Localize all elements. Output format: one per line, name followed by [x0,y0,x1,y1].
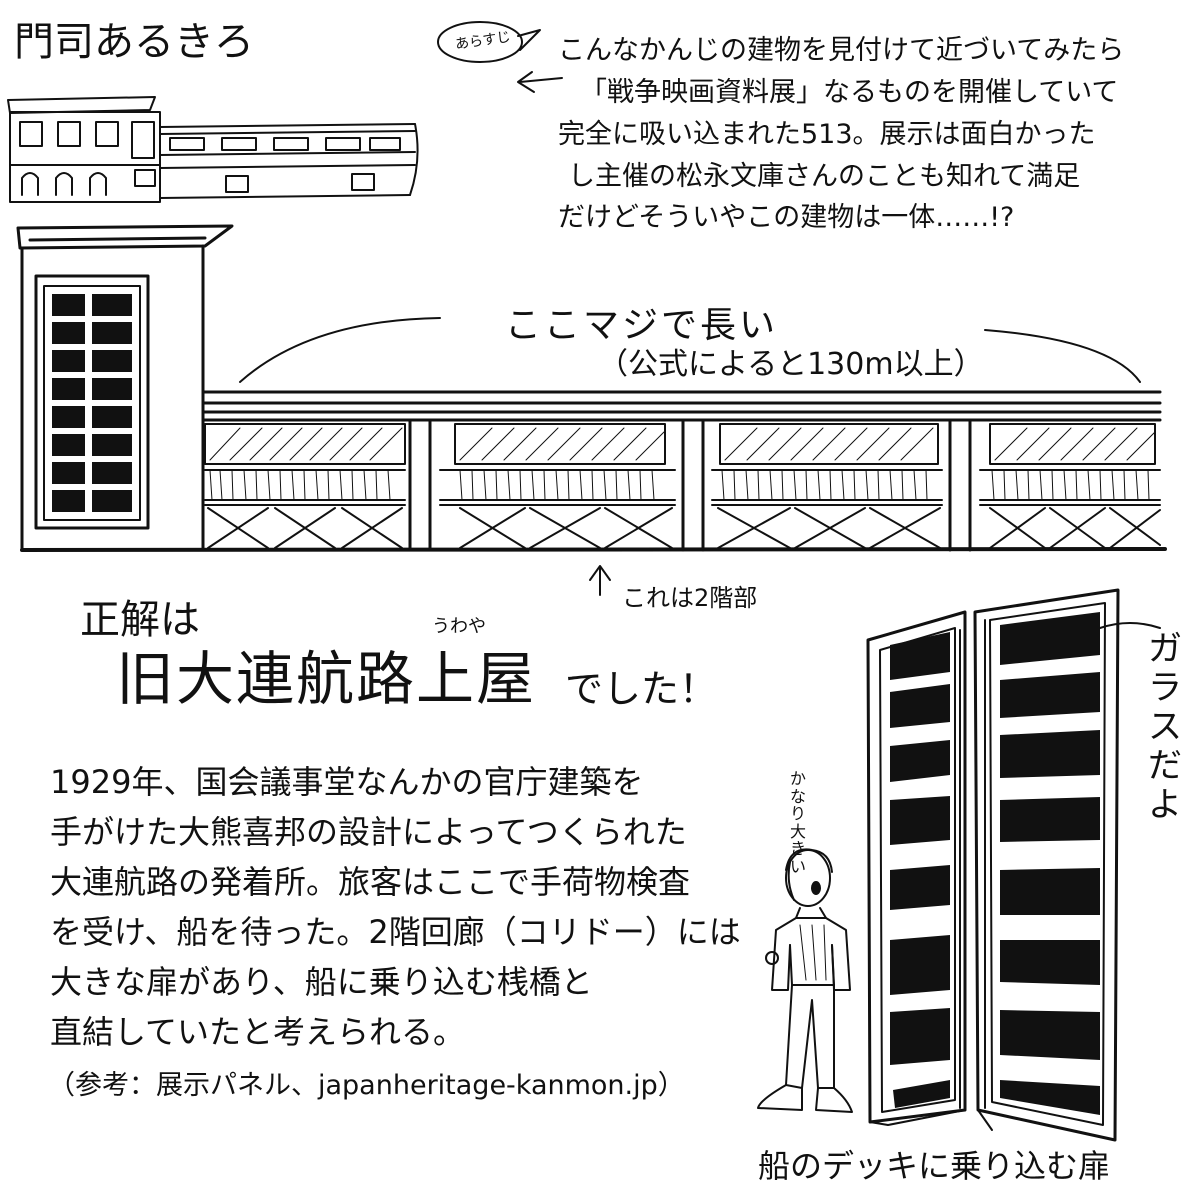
body-line: 手がけた大熊喜邦の設計によってつくられた [50,812,687,851]
page-title: 門司あるきろ [14,19,254,65]
answer-name: 旧大連航路上屋 [116,645,537,713]
body-line: 1929年、国会議事堂なんかの官庁建築を [50,763,644,801]
answer-suffix: でした！ [565,667,718,711]
intro-line: し主催の松永文庫さんのことも知れて満足 [568,160,1081,192]
intro-line: 完全に吸い込まれた513。展示は面白かった [558,118,1096,150]
body-text: 1929年、国会議事堂なんかの官庁建築を 手がけた大熊喜邦の設計によってつくられ… [50,758,770,1057]
corridor-bay [439,423,676,549]
floor-note: これは2階部 [622,584,758,612]
intro-line: 「戦争映画資料展」なるものを開催していて [580,76,1119,108]
person-figure [757,848,853,1113]
body-line: を受け、船を待った。2階回廊（コリドー）には [50,912,741,951]
body-line: 直結していたと考えられる。 [50,1012,466,1051]
door-rails [959,619,986,1109]
big-note: かなり大きい [790,769,807,876]
body-line: 大連航路の発着所。旅客はここで手荷物検査 [50,862,691,901]
glass-pointer [1099,622,1161,629]
floor-arrow [589,565,611,596]
intro-line: だけどそういやこの建物は一体……!? [558,202,1015,234]
answer-ruby: うわや [432,616,486,637]
tower-window-panes [52,294,132,512]
long-note-sub: （公式によると130m以上） [598,347,984,382]
building-thumbnail [7,96,419,203]
corridor-bay [979,423,1161,549]
reference-note: （参考：展示パネル、japanheritage-kanmon.jp） [48,1070,685,1101]
main-building [16,224,1167,552]
body-line: 大きな扉があり、船に乗り込む桟橋と [50,962,593,1001]
long-note: ここマジで長い [505,305,779,346]
door-drawing [866,588,1120,1142]
glass-note: ガラスだよ [1148,629,1182,826]
corridor-bay [204,423,406,549]
summary-bubble [437,21,523,63]
intro-line: こんなかんじの建物を見付けて近づいてみたら [558,35,1125,66]
intro-text: こんなかんじの建物を見付けて近づいてみたら 「戦争映画資料展」なるものを開催して… [558,30,1198,239]
pointer-arrow [517,71,563,93]
answer-prefix: 正解は [80,597,200,643]
door-caption: 船のデッキに乗り込む扉 [758,1147,1111,1185]
door-glass-panes [890,612,1100,1115]
corridor-bays [204,423,1161,549]
corridor-bay [711,423,943,549]
